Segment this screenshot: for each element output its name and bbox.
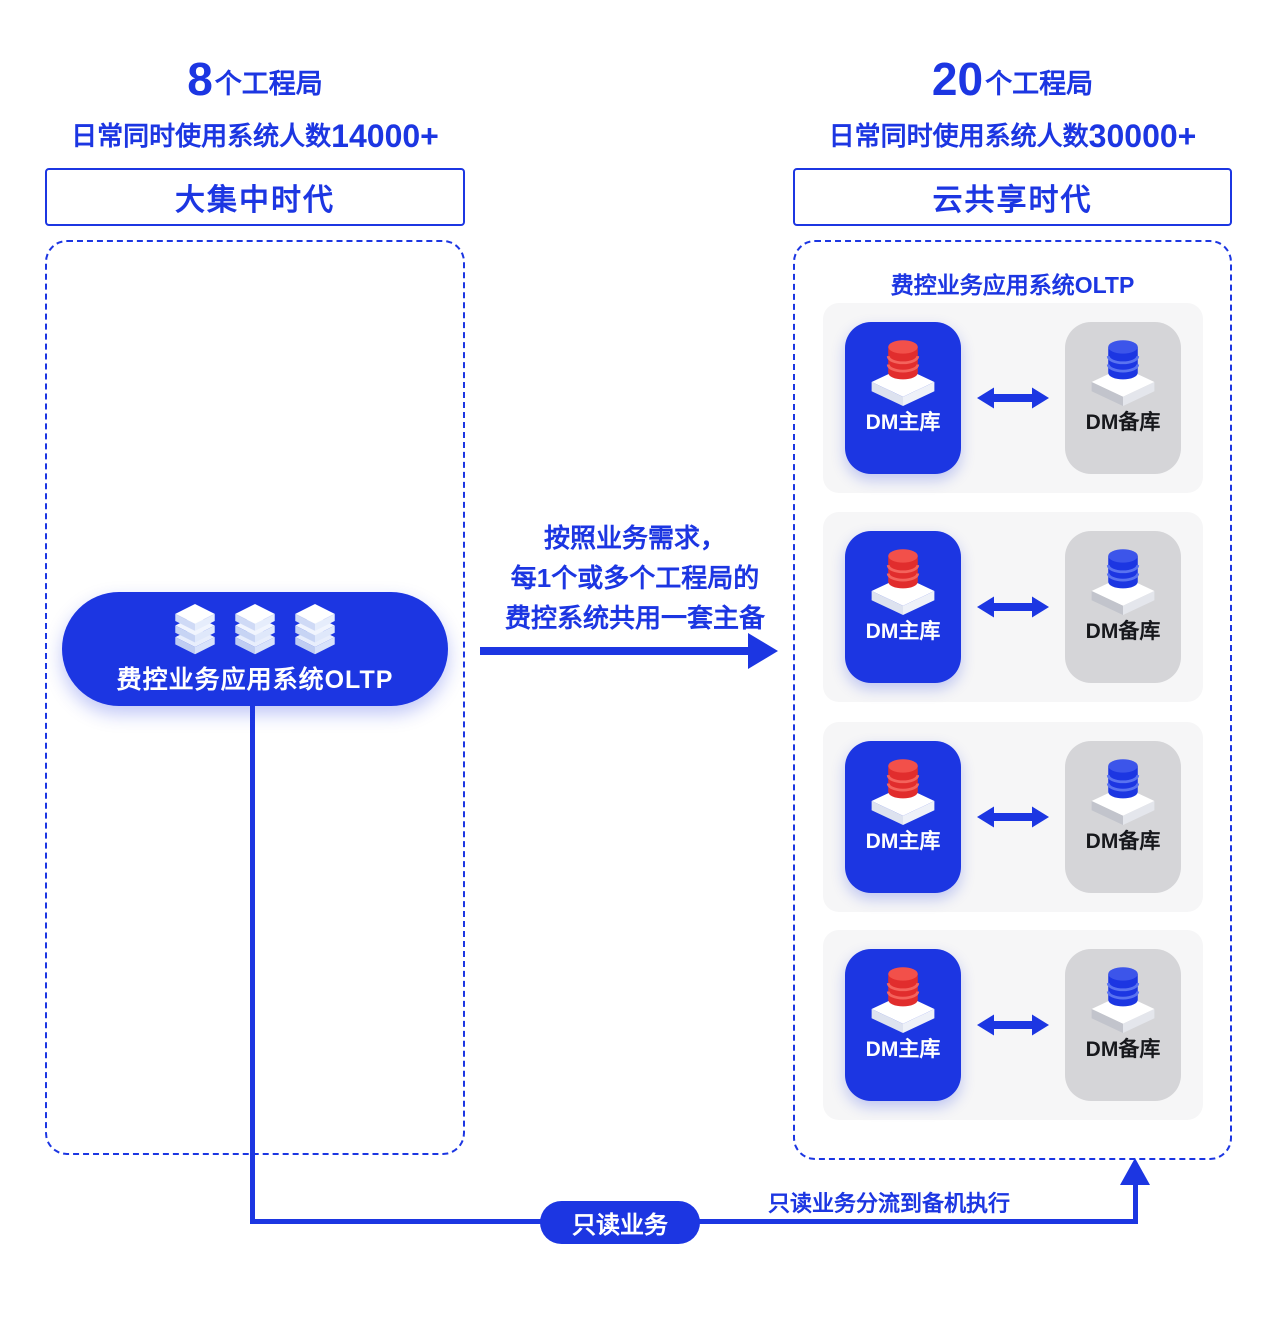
- sync-double-arrow-icon: [977, 387, 1049, 409]
- right-oltp-title: 费控业务应用系统OLTP: [890, 272, 1135, 298]
- readonly-flow-note: 只读业务分流到备机执行: [768, 1191, 1011, 1216]
- dm-primary-label: DM主库: [865, 620, 941, 643]
- dm-primary-tile: DM主库: [845, 322, 961, 474]
- up-arrowhead-icon: [1120, 1158, 1150, 1185]
- right-era-title: 云共享时代: [932, 184, 1093, 217]
- readonly-badge-label: 只读业务: [572, 1212, 668, 1239]
- right-stats: 20个工程局 日常同时使用系统人数30000+: [793, 52, 1232, 155]
- sync-double-arrow-icon: [977, 806, 1049, 828]
- standby-database-icon: [1091, 759, 1155, 825]
- dm-standby-label: DM备库: [1085, 830, 1161, 853]
- primary-database-icon: [871, 967, 935, 1033]
- share-note-line2: 每1个或多个工程局的: [510, 563, 760, 593]
- left-era-box: 大集中时代: [45, 168, 465, 226]
- db-pair-panel-3: DM主库 DM备库: [823, 722, 1203, 912]
- right-era-container: [793, 240, 1232, 1160]
- dm-standby-label: DM备库: [1085, 411, 1161, 434]
- oltp-system-label: 费控业务应用系统OLTP: [116, 666, 394, 694]
- migration-arrow-icon: [480, 633, 778, 669]
- db-pair-panel-2: DM主库 DM备库: [823, 512, 1203, 702]
- database-stack-icon: [175, 604, 215, 655]
- sync-double-arrow-icon: [977, 596, 1049, 618]
- right-stat-unit: 个工程局: [985, 69, 1094, 99]
- db-pair-panel-4: DM主库 DM备库: [823, 930, 1203, 1120]
- left-users-number: 14000+: [331, 118, 439, 155]
- standby-database-icon: [1091, 549, 1155, 615]
- primary-database-icon: [871, 340, 935, 406]
- dm-standby-label: DM备库: [1085, 1038, 1161, 1061]
- right-era-box: 云共享时代: [793, 168, 1232, 226]
- dm-standby-tile: DM备库: [1065, 949, 1181, 1101]
- dm-primary-label: DM主库: [865, 830, 941, 853]
- right-users-count: 日常同时使用系统人数30000+: [793, 116, 1232, 155]
- primary-database-icon: [871, 759, 935, 825]
- readonly-flow-up-line: [1133, 1183, 1138, 1221]
- left-bureau-count: 8个工程局: [45, 52, 465, 107]
- dm-primary-label: DM主库: [865, 1038, 941, 1061]
- left-stat-number: 8: [187, 53, 213, 105]
- dm-standby-tile: DM备库: [1065, 741, 1181, 893]
- dm-primary-tile: DM主库: [845, 741, 961, 893]
- readonly-flow-vertical-line: [250, 705, 255, 1223]
- database-stack-icon: [235, 604, 275, 655]
- dm-primary-tile: DM主库: [845, 531, 961, 683]
- share-note: 按照业务需求， 每1个或多个工程局的 费控系统共用一套主备: [455, 518, 815, 638]
- left-users-count: 日常同时使用系统人数14000+: [45, 116, 465, 155]
- db-pair-panel-1: DM主库 DM备库: [823, 303, 1203, 493]
- dm-primary-label: DM主库: [865, 411, 941, 434]
- left-era-container: [45, 240, 465, 1155]
- right-users-number: 30000+: [1088, 118, 1197, 155]
- standby-database-icon: [1091, 967, 1155, 1033]
- standby-database-icon: [1091, 340, 1155, 406]
- share-note-line3: 费控系统共用一套主备: [504, 603, 765, 633]
- left-users-prefix: 日常同时使用系统人数: [71, 121, 332, 152]
- right-bureau-count: 20个工程局: [793, 52, 1232, 107]
- left-stat-unit: 个工程局: [214, 69, 323, 99]
- right-users-prefix: 日常同时使用系统人数: [828, 121, 1089, 152]
- oltp-system-pill: 费控业务应用系统OLTP: [62, 592, 448, 706]
- sync-double-arrow-icon: [977, 1014, 1049, 1036]
- left-stats: 8个工程局 日常同时使用系统人数14000+: [45, 52, 465, 155]
- right-stat-number: 20: [931, 53, 984, 105]
- database-stack-icons: [173, 604, 337, 656]
- readonly-badge: 只读业务: [540, 1201, 700, 1244]
- share-note-line1: 按照业务需求，: [543, 523, 726, 553]
- dm-standby-tile: DM备库: [1065, 322, 1181, 474]
- dm-primary-tile: DM主库: [845, 949, 961, 1101]
- left-era-title: 大集中时代: [175, 184, 335, 217]
- database-stack-icon: [295, 604, 335, 655]
- dm-standby-tile: DM备库: [1065, 531, 1181, 683]
- primary-database-icon: [871, 549, 935, 615]
- dm-standby-label: DM备库: [1085, 620, 1161, 643]
